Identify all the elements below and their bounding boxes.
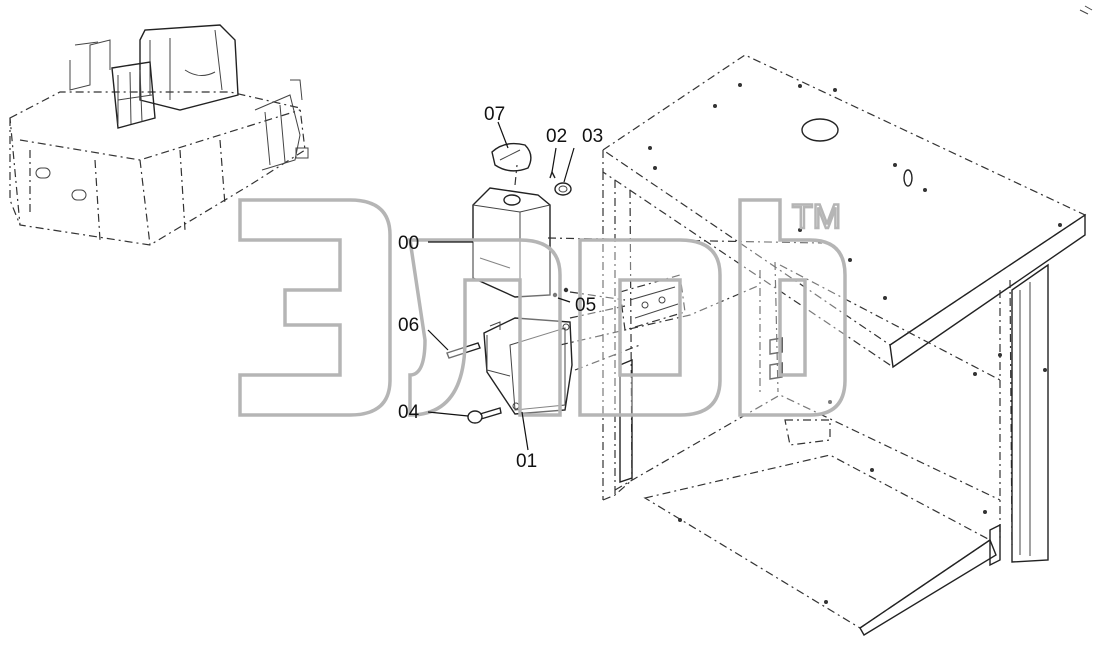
rivets-05 [552,287,569,298]
callout-01: 01 [516,451,537,472]
bolt-04 [467,407,502,424]
callout-03: 03 [582,126,603,147]
watermark: TM [238,197,847,417]
excavator-overview [9,24,309,246]
reservoir-cap [491,142,532,172]
leader-lines [427,121,575,451]
assembly-lines [514,164,823,371]
cabinet-frame [601,54,1087,636]
callout-07: 07 [484,104,505,125]
callout-05: 05 [575,295,596,316]
callout-06: 06 [398,315,419,336]
callout-04: 04 [398,402,420,423]
trademark-label: TM [792,198,841,236]
mounting-bracket [483,317,573,415]
callout-00: 00 [398,233,419,254]
clamp-parts [549,170,572,196]
callout-02: 02 [546,126,567,147]
corner-marks [1079,5,1093,15]
bolt-06 [446,342,481,359]
callout-labels: 07 02 03 00 05 06 04 01 [398,104,603,472]
